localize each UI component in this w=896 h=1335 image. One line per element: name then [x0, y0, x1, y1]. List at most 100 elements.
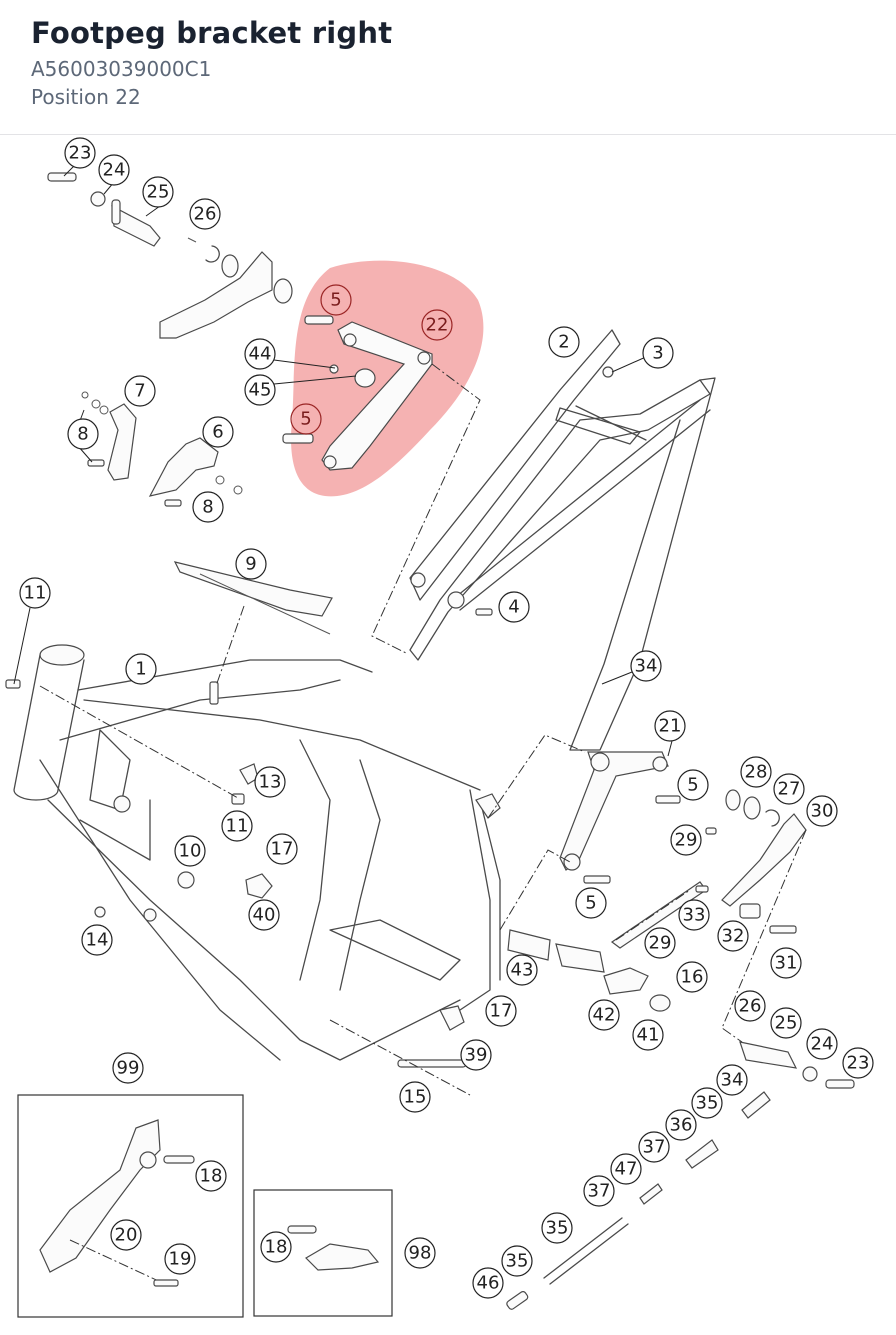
callout-6[interactable]: 6 [202, 416, 234, 448]
part-title: Footpeg bracket right [31, 16, 393, 50]
callout-13[interactable]: 13 [254, 766, 286, 798]
callout-36[interactable]: 36 [665, 1109, 697, 1141]
svg-text:34: 34 [635, 656, 658, 677]
callout-34[interactable]: 34 [630, 650, 662, 682]
callout-41[interactable]: 41 [632, 1019, 664, 1051]
svg-text:10: 10 [179, 841, 202, 862]
svg-text:35: 35 [696, 1093, 719, 1114]
svg-text:18: 18 [200, 1166, 223, 1187]
svg-text:29: 29 [649, 933, 672, 954]
callout-9[interactable]: 9 [235, 548, 267, 580]
callout-25[interactable]: 25 [142, 176, 174, 208]
callout-20[interactable]: 20 [110, 1219, 142, 1251]
callout-16[interactable]: 16 [676, 961, 708, 993]
callout-27[interactable]: 27 [773, 773, 805, 805]
callout-29-lower[interactable]: 29 [644, 927, 676, 959]
callout-46[interactable]: 46 [472, 1267, 504, 1299]
svg-text:3: 3 [652, 343, 663, 364]
callout-17-lower[interactable]: 17 [485, 995, 517, 1027]
callout-1[interactable]: 1 [125, 653, 157, 685]
svg-text:47: 47 [615, 1159, 638, 1180]
callout-32[interactable]: 32 [717, 920, 749, 952]
callout-5-highlighted-lower[interactable]: 5 [290, 403, 322, 435]
callout-42[interactable]: 42 [588, 999, 620, 1031]
svg-text:17: 17 [490, 1001, 513, 1022]
callout-37-lower[interactable]: 37 [583, 1175, 615, 1207]
callout-22-highlighted[interactable]: 22 [421, 309, 453, 341]
callout-37[interactable]: 37 [638, 1131, 670, 1163]
callout-47[interactable]: 47 [610, 1153, 642, 1185]
svg-text:4: 4 [508, 597, 519, 618]
callout-3[interactable]: 3 [642, 337, 674, 369]
callout-35[interactable]: 35 [691, 1087, 723, 1119]
callout-40[interactable]: 40 [248, 899, 280, 931]
callout-35-lower[interactable]: 35 [501, 1245, 533, 1277]
part-group-shift-lever [47, 172, 293, 339]
callout-5-linkage[interactable]: 5 [677, 769, 709, 801]
svg-text:27: 27 [778, 779, 801, 800]
callout-39[interactable]: 39 [460, 1039, 492, 1071]
callout-11[interactable]: 11 [19, 577, 51, 609]
callout-26-lower[interactable]: 26 [734, 990, 766, 1022]
svg-text:36: 36 [670, 1115, 693, 1136]
svg-text:29: 29 [675, 830, 698, 851]
svg-text:15: 15 [404, 1087, 427, 1108]
svg-text:24: 24 [103, 160, 126, 181]
callout-5-lower-linkage[interactable]: 5 [575, 887, 607, 919]
svg-text:22: 22 [426, 315, 449, 336]
callout-33[interactable]: 33 [678, 899, 710, 931]
svg-text:11: 11 [24, 583, 47, 604]
svg-text:37: 37 [588, 1181, 611, 1202]
callout-98[interactable]: 98 [404, 1237, 436, 1269]
callout-24[interactable]: 24 [98, 154, 130, 186]
svg-text:30: 30 [811, 801, 834, 822]
callout-34-lower[interactable]: 34 [716, 1064, 748, 1096]
callout-29[interactable]: 29 [670, 824, 702, 856]
svg-text:99: 99 [117, 1058, 140, 1079]
callout-21[interactable]: 21 [654, 710, 686, 742]
callout-44[interactable]: 44 [244, 338, 276, 370]
part-main-frame [5, 644, 501, 1061]
callout-8-lower[interactable]: 8 [192, 491, 224, 523]
callout-2[interactable]: 2 [548, 326, 580, 358]
callout-28[interactable]: 28 [740, 756, 772, 788]
callout-5-highlighted[interactable]: 5 [320, 284, 352, 316]
svg-text:28: 28 [745, 762, 768, 783]
part-header: Footpeg bracket right A56003039000C1 Pos… [0, 0, 896, 135]
callout-23[interactable]: 23 [64, 137, 96, 169]
svg-text:23: 23 [847, 1053, 870, 1074]
callout-18-inset[interactable]: 18 [260, 1231, 292, 1263]
part-group-footrest-pad [173, 561, 333, 635]
callout-8[interactable]: 8 [67, 418, 99, 450]
callout-18[interactable]: 18 [195, 1160, 227, 1192]
callout-43[interactable]: 43 [506, 954, 538, 986]
callout-31[interactable]: 31 [770, 947, 802, 979]
callout-26[interactable]: 26 [189, 198, 221, 230]
callout-15[interactable]: 15 [399, 1081, 431, 1113]
callout-4[interactable]: 4 [498, 591, 530, 623]
callout-24-lower[interactable]: 24 [806, 1028, 838, 1060]
part-group-linkage [559, 751, 681, 884]
callout-99[interactable]: 99 [112, 1052, 144, 1084]
callout-35-middle[interactable]: 35 [541, 1212, 573, 1244]
callout-10[interactable]: 10 [174, 835, 206, 867]
callout-7[interactable]: 7 [124, 375, 156, 407]
part-footpeg-bracket-right [282, 315, 433, 471]
svg-text:8: 8 [202, 497, 213, 518]
callout-14[interactable]: 14 [81, 924, 113, 956]
callout-45[interactable]: 45 [244, 374, 276, 406]
assembly-lines [39, 363, 807, 1096]
callout-11-lower[interactable]: 11 [221, 810, 253, 842]
callout-23-lower[interactable]: 23 [842, 1047, 874, 1079]
svg-text:26: 26 [194, 204, 217, 225]
callout-25-lower[interactable]: 25 [770, 1007, 802, 1039]
callout-30[interactable]: 30 [806, 795, 838, 827]
svg-text:5: 5 [300, 409, 311, 430]
callout-19[interactable]: 19 [164, 1243, 196, 1275]
exploded-parts-diagram: 23 24 25 26 5 22 44 45 5 2 3 7 8 6 8 9 1… [5, 137, 874, 1318]
callout-17[interactable]: 17 [266, 833, 298, 865]
svg-text:11: 11 [226, 816, 249, 837]
svg-text:24: 24 [811, 1034, 834, 1055]
part-position: Position 22 [31, 85, 141, 109]
svg-text:9: 9 [245, 554, 256, 575]
